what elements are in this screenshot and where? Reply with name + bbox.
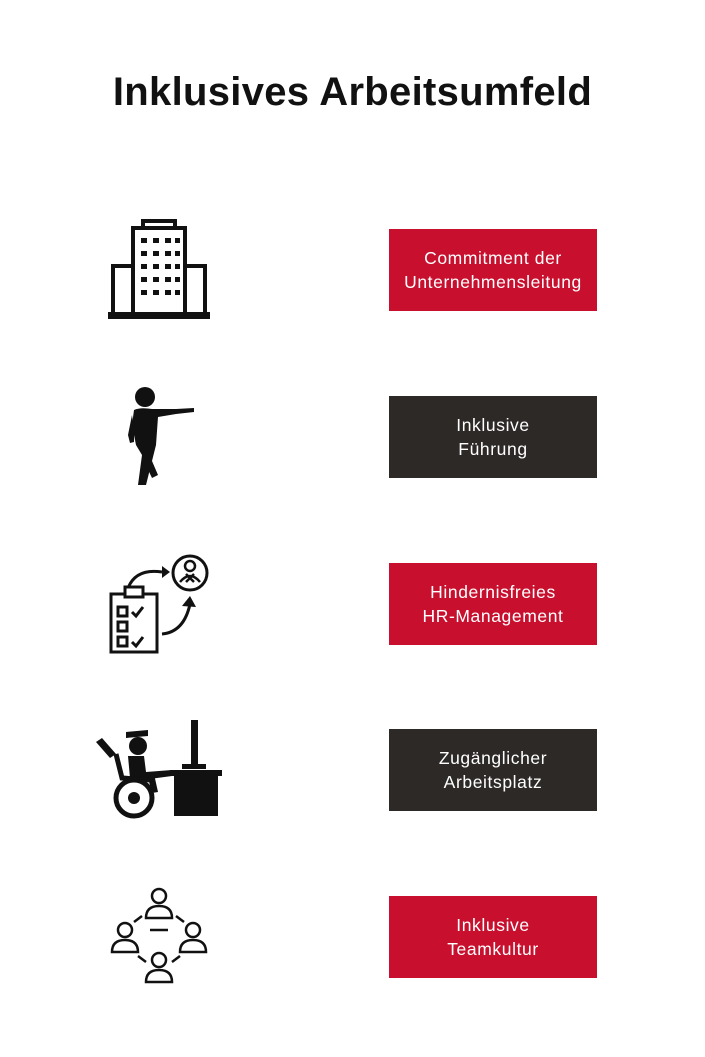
team-network-icon [108,886,210,990]
box-label: Commitment der Unternehmensleitung [404,248,582,292]
box-label: Inklusive Teamkultur [447,915,539,959]
box-label: Hindernisfreies HR-Management [422,582,564,626]
box-fuehrung: Inklusive Führung [389,396,597,478]
hr-checklist-icon [106,552,212,656]
office-building-icon [105,218,213,322]
box-commitment: Commitment der Unternehmensleitung [389,229,597,311]
box-label: Inklusive Führung [456,415,530,459]
page-title: Inklusives Arbeitsumfeld [112,70,593,114]
wheelchair-workplace-icon [94,718,224,822]
box-hr: Hindernisfreies HR-Management [389,563,597,645]
box-label: Zugänglicher Arbeitsplatz [438,748,548,792]
pointing-person-icon [118,385,198,489]
box-arbeitsplatz: Zugänglicher Arbeitsplatz [389,729,597,811]
box-teamkultur: Inklusive Teamkultur [389,896,597,978]
